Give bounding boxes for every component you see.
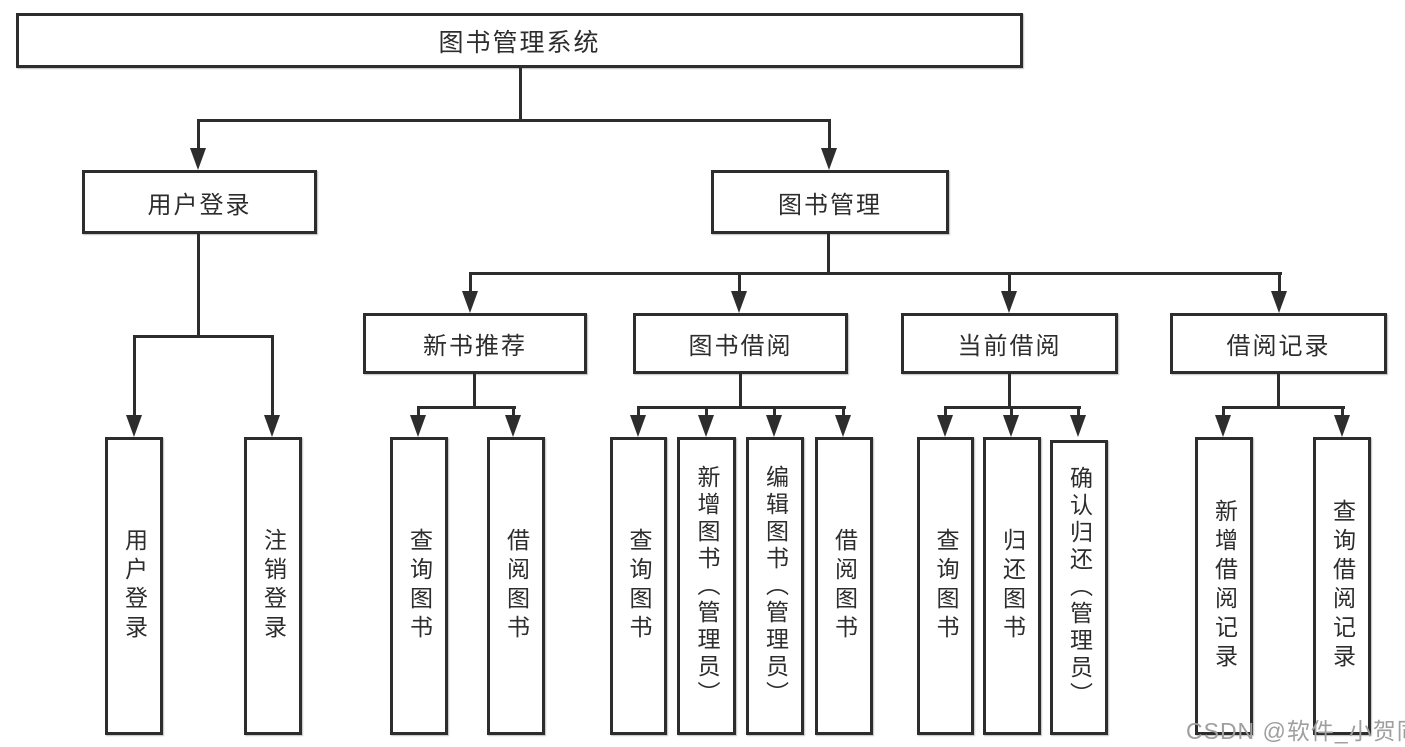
- connector-root-hbar: [197, 119, 831, 122]
- arrow-down-icon: [264, 415, 280, 437]
- leaf-query-books-current: 查询图书: [917, 437, 974, 735]
- node-label: 图书管理系统: [438, 28, 601, 57]
- connector-user-login-hbar: [133, 335, 274, 338]
- connector-arm: [1341, 406, 1344, 418]
- connector-arm: [944, 406, 947, 418]
- arrow-down-icon: [1003, 415, 1019, 437]
- connector-arm: [705, 406, 708, 418]
- connector-arm: [1010, 406, 1013, 418]
- connector-arm-user-login: [197, 119, 200, 152]
- node-label: 图书管理: [778, 191, 882, 219]
- node-label: 查询图书: [406, 528, 433, 644]
- connector-arm-leaf-user-login: [133, 335, 136, 418]
- connector-arm: [773, 406, 776, 418]
- leaf-add-books-admin: 新增图书（管理员）: [677, 437, 736, 735]
- node-label: 用户登录: [147, 191, 252, 219]
- leaf-borrow-books-borrowing: 借阅图书: [815, 437, 873, 735]
- arrow-down-icon: [835, 415, 851, 437]
- connector-arm-new-book-recommend: [469, 272, 472, 293]
- node-label: 注销登录: [260, 528, 287, 644]
- leaf-query-books-borrowing: 查询图书: [610, 437, 667, 735]
- connector-arm: [842, 406, 845, 418]
- node-label: 借阅记录: [1226, 333, 1331, 360]
- node-label: 图书借阅: [688, 333, 793, 360]
- connector-arm: [512, 406, 515, 418]
- node-user-login: 用户登录: [82, 170, 317, 234]
- arrow-down-icon: [126, 415, 142, 437]
- connector-arm-book-borrowing: [738, 272, 741, 293]
- node-book-borrowing: 图书借阅: [633, 313, 848, 374]
- node-borrowing-records: 借阅记录: [1170, 313, 1387, 374]
- node-label: 查询图书: [626, 528, 652, 644]
- connector-arm-borrowing-records: [1278, 272, 1281, 293]
- connector-user-login-stem: [197, 234, 200, 338]
- leaf-user-login: 用户登录: [105, 437, 163, 735]
- connector-arm-book-management: [828, 119, 831, 152]
- connector-borrowing-stem: [739, 374, 742, 409]
- connector-arm-leaf-logout: [271, 335, 274, 418]
- arrow-down-icon: [1215, 415, 1231, 437]
- arrow-down-icon: [505, 415, 521, 437]
- connector-recommend-stem: [473, 374, 476, 409]
- node-label: 借阅图书: [831, 528, 858, 644]
- arrow-down-icon: [462, 291, 478, 313]
- arrow-down-icon: [731, 291, 747, 313]
- arrow-down-icon: [698, 415, 714, 437]
- arrow-down-icon: [630, 415, 646, 437]
- leaf-return-books: 归还图书: [983, 437, 1041, 735]
- connector-records-stem: [1277, 374, 1280, 409]
- arrow-down-icon: [190, 148, 206, 170]
- connector-arm: [417, 406, 420, 418]
- arrow-down-icon: [1334, 415, 1350, 437]
- node-label: 新增图书（管理员）: [694, 464, 720, 708]
- node-label: 查询图书: [933, 528, 959, 644]
- leaf-logout: 注销登录: [244, 437, 302, 735]
- node-new-book-recommend: 新书推荐: [363, 313, 587, 374]
- node-book-management-system: 图书管理系统: [16, 13, 1023, 68]
- connector-arm-current-borrowing: [1008, 272, 1011, 293]
- arrow-down-icon: [1271, 291, 1287, 313]
- node-label: 当前借阅: [957, 333, 1062, 360]
- node-label: 查询借阅记录: [1329, 499, 1356, 673]
- connector-borrowing-hbar: [637, 406, 846, 409]
- arrow-down-icon: [1070, 415, 1086, 437]
- connector-arm: [1222, 406, 1225, 418]
- connector-current-stem: [1008, 374, 1011, 409]
- node-label: 用户登录: [121, 528, 148, 644]
- node-label: 编辑图书（管理员）: [762, 464, 789, 708]
- leaf-edit-books-admin: 编辑图书（管理员）: [746, 437, 804, 735]
- connector-arm: [637, 406, 640, 418]
- arrow-down-icon: [766, 415, 782, 437]
- node-label: 新书推荐: [423, 333, 527, 360]
- leaf-add-borrow-record: 新增借阅记录: [1195, 437, 1253, 735]
- node-book-management: 图书管理: [711, 170, 949, 234]
- node-label: 新增借阅记录: [1211, 499, 1238, 673]
- csdn-watermark: CSDN @软件_小贺同学: [1186, 718, 1405, 744]
- connector-arm: [1077, 406, 1080, 418]
- connector-book-management-stem: [827, 234, 830, 275]
- leaf-confirm-return-admin: 确认归还（管理员）: [1050, 440, 1108, 735]
- leaf-borrow-books-recommend: 借阅图书: [487, 437, 545, 735]
- connector-book-management-hbar: [469, 272, 1282, 275]
- leaf-query-borrow-record: 查询借阅记录: [1313, 437, 1371, 735]
- leaf-query-books-recommend: 查询图书: [390, 437, 448, 735]
- connector-root-stem: [519, 68, 522, 120]
- node-current-borrowing: 当前借阅: [901, 313, 1118, 374]
- node-label: 借阅图书: [503, 528, 530, 644]
- node-label: 归还图书: [999, 528, 1026, 644]
- connector-recommend-hbar: [417, 406, 516, 409]
- arrow-down-icon: [937, 415, 953, 437]
- connector-records-hbar: [1222, 406, 1345, 409]
- arrow-down-icon: [821, 148, 837, 170]
- node-label: 确认归还（管理员）: [1066, 466, 1093, 709]
- arrow-down-icon: [1001, 291, 1017, 313]
- arrow-down-icon: [410, 415, 426, 437]
